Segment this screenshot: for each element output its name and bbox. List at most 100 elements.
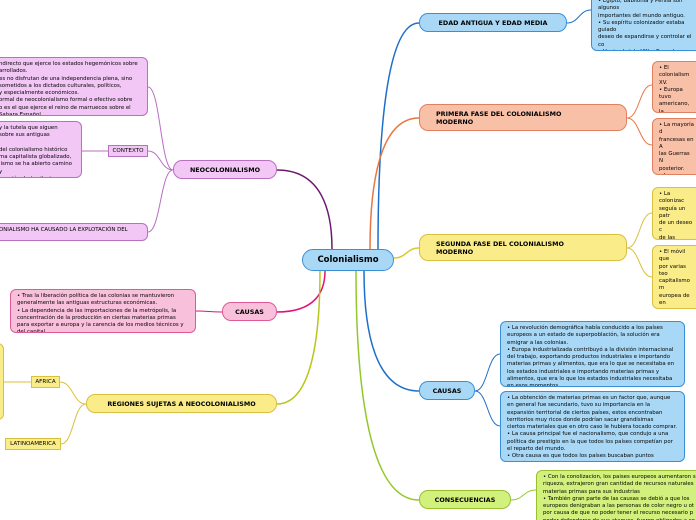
note-line: Sahara Español. xyxy=(0,112,43,116)
link-central-causas-right xyxy=(363,270,420,392)
note-line: • La obtención de materias primas es un … xyxy=(507,395,671,401)
note-line: para exportar a europa y la carencia de … xyxy=(17,322,184,329)
note-line: y especialmente económicos. xyxy=(0,90,79,97)
note-causas-left: • Tras la liberación política de las col… xyxy=(10,289,196,333)
note-line: lismo se ha abierto camino y xyxy=(0,161,72,174)
note-line: expansión territorial de ciertos países,… xyxy=(507,409,663,416)
note-line: concentración de la producción en cierta… xyxy=(17,314,176,321)
topic-segunda-fase-label: SEGUNDA FASE DEL COLONIALISMO MODERNO xyxy=(436,239,564,256)
note-line: • Otra causa es que todos los países bus… xyxy=(507,453,654,460)
note-causas-right-2: • La obtención de materias primas es un … xyxy=(500,391,685,462)
note-line: sometidos a los dictados culturales, pol… xyxy=(0,82,122,89)
link-primera-note-1 xyxy=(626,84,653,119)
note-line: importantes del mundo antiguo. xyxy=(598,12,686,19)
note-line: • Egipto, Babilonia y Persia son algunos xyxy=(598,0,683,12)
note-edad-antigua: • Egipto, Babilonia y Persia son algunos… xyxy=(591,0,696,51)
note-line: capitalismo m xyxy=(659,278,690,292)
note-causas-right-1: • La revolución demográfica había conduc… xyxy=(500,321,685,387)
link-causas-right-note-2 xyxy=(474,390,501,427)
tag-contexto-label: CONTEXTO xyxy=(112,148,144,154)
note-line: • También gran parte de las causas se de… xyxy=(543,495,690,502)
link-central-regiones xyxy=(276,270,321,405)
note-line: • Los holandes xyxy=(659,173,695,174)
note-line: anexión de territorios y su xyxy=(0,176,75,177)
tag-latinoamerica[interactable]: LATINOAMERICA xyxy=(5,438,61,450)
note-line: emigrar a las colonias. xyxy=(507,339,569,346)
link-neo-contexto xyxy=(147,150,174,171)
note-line: materias primas y alimentos, que era lo … xyxy=(507,361,675,368)
link-central-neocolonialismo xyxy=(276,169,333,250)
note-line: americano, la xyxy=(659,101,690,113)
note-line: ormal de neocolonialismo formal o efecti… xyxy=(0,97,133,104)
note-line: • El colonialism xyxy=(659,65,690,79)
topic-neocolonialismo[interactable]: NEOCOLONIALISMO xyxy=(173,160,277,179)
note-line: por varias teo xyxy=(659,263,686,277)
note-line: ciertos materiales que en otro caso le h… xyxy=(507,424,678,431)
link-central-causas-left xyxy=(276,270,326,313)
topic-consecuencias-label: CONSECUENCIAS xyxy=(434,495,496,504)
note-line: los estados industriales e importando ma… xyxy=(507,368,660,375)
note-line: poder defenderse de sus ataques, fueron … xyxy=(543,518,696,520)
central-topic-label: Colonialismo xyxy=(317,255,379,265)
note-line: el reparto del mundo. xyxy=(507,446,566,453)
note-line: generalmente las antiguas estructuras ec… xyxy=(17,300,158,307)
note-line: francesas en A xyxy=(659,136,694,150)
topic-consecuencias[interactable]: CONSECUENCIAS xyxy=(419,490,511,509)
note-line: • Con la conolizacion, los paises europe… xyxy=(543,474,696,480)
link-central-edad-antigua xyxy=(377,22,420,250)
note-line: en general fue secundario, tuvo su impor… xyxy=(507,402,650,409)
link-neo-note-1 xyxy=(147,86,174,171)
link-central-primera-fase xyxy=(369,117,420,250)
link-central-segunda-fase xyxy=(393,247,420,259)
note-line xyxy=(0,140,75,147)
tag-africa-label: AFRICA xyxy=(35,379,56,385)
topic-regiones[interactable]: REGIONES SUJETAS A NEOCOLONIALISMO xyxy=(86,394,277,413)
link-primera-note-2 xyxy=(626,117,653,146)
tag-africa[interactable]: AFRICA xyxy=(31,376,60,388)
link-regiones-africa xyxy=(59,381,87,405)
note-line: deseo de expandirse y controlar el co xyxy=(598,34,692,48)
link-segunda-note-2 xyxy=(626,247,653,278)
topic-causas-right-label: CAUSAS xyxy=(432,386,462,395)
note-line: europeos a un estado de superpoblación, … xyxy=(507,332,660,339)
note-line: • Tras la liberación política de las col… xyxy=(17,293,175,299)
note-line: de las metróp xyxy=(659,234,676,240)
note-line: europea de en xyxy=(659,292,690,307)
note-line: es no disfrutan de una independencia ple… xyxy=(0,75,133,82)
central-topic[interactable]: Colonialismo xyxy=(302,249,394,271)
note-line: para su exced xyxy=(659,307,695,308)
note-line: • La dependencia de las importaciones de… xyxy=(17,307,177,314)
tag-contexto[interactable]: CONTEXTO xyxy=(108,145,148,157)
note-line: territorios muy ricos donde podrían saca… xyxy=(507,416,654,423)
note-line: o es el que ejerce el reino de marruecos… xyxy=(0,104,131,111)
note-line: materias primas para sus industrias xyxy=(543,488,640,495)
note-line: europeos denigraban a las personas de co… xyxy=(543,503,695,510)
link-consecuencias-note xyxy=(510,489,537,501)
note-line: arrollados. xyxy=(0,68,28,75)
note-line: ndirecto que ejerce los estados hegemóni… xyxy=(0,61,138,67)
note-line: del capital. xyxy=(17,329,47,333)
note-line: • Hacia el siglo VIII a.C muchas ciud xyxy=(598,49,694,50)
topic-primera-fase-label: PRIMERA FASE DEL COLONIALISMO MODERNO xyxy=(436,109,562,126)
note-line: • La revolución demográfica había conduc… xyxy=(507,325,663,331)
link-segunda-note-1 xyxy=(626,212,653,249)
note-line: riqueza, extrajeron gran cantidad de rec… xyxy=(543,481,694,488)
link-edad-antigua-note xyxy=(566,9,592,24)
topic-causas-right[interactable]: CAUSAS xyxy=(419,381,475,400)
topic-neocolonialismo-label: NEOCOLONIALISMO xyxy=(189,165,261,174)
topic-primera-fase[interactable]: PRIMERA FASE DEL COLONIALISMO MODERNO xyxy=(419,104,627,131)
note-line: por causa de que no poder tener el recur… xyxy=(543,510,694,517)
topic-edad-antigua[interactable]: EDAD ANTIGUA Y EDAD MEDIA xyxy=(419,13,567,32)
topic-segunda-fase[interactable]: SEGUNDA FASE DEL COLONIALISMO MODERNO xyxy=(419,234,627,261)
note-line: del colonialismo histórico xyxy=(0,146,68,153)
note-line: alimentos, que era lo que los estados in… xyxy=(507,376,673,383)
note-line: del trabajo, exportando productos indust… xyxy=(507,354,670,361)
topic-causas-left[interactable]: CAUSAS xyxy=(222,302,277,321)
note-line: XV. xyxy=(659,79,668,86)
link-causas-right-note-1 xyxy=(474,353,501,392)
